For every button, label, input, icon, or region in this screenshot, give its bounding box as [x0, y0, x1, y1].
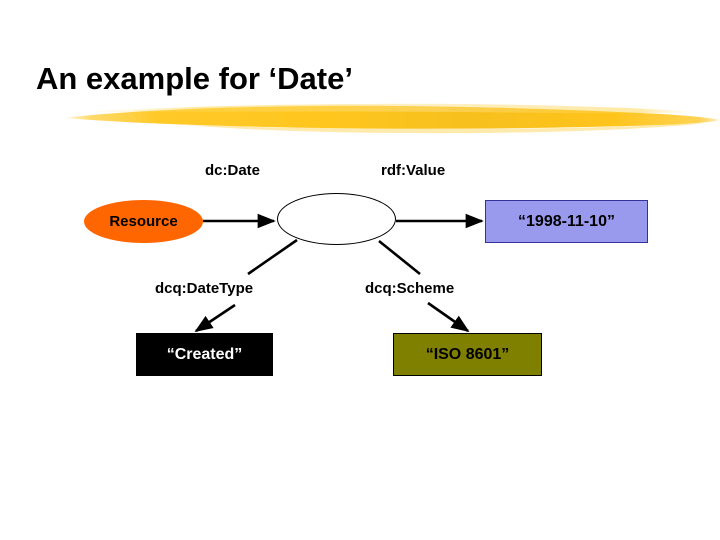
page-title: An example for ‘Date’ [36, 61, 353, 96]
brush-stroke-decoration [64, 103, 719, 134]
node-value[interactable]: “1998-11-10” [485, 200, 648, 243]
edge-datetype-line-upper [247, 238, 298, 276]
edge-scheme-line-upper [378, 239, 421, 276]
edge-scheme-line-lower [427, 301, 470, 333]
edge-label-dcq-scheme: dcq:Scheme [365, 280, 455, 297]
edge-label-dc-date: dc:Date [205, 162, 261, 179]
node-scheme[interactable]: “ISO 8601” [393, 333, 542, 376]
edge-label-rdf-value: rdf:Value [381, 162, 446, 179]
node-blank[interactable] [277, 193, 396, 245]
edge-label-dcq-datetype: dcq:DateType [155, 280, 254, 297]
edge-datetype-line-lower [194, 303, 236, 333]
node-resource[interactable]: Resource [84, 200, 203, 243]
node-created[interactable]: “Created” [136, 333, 273, 376]
